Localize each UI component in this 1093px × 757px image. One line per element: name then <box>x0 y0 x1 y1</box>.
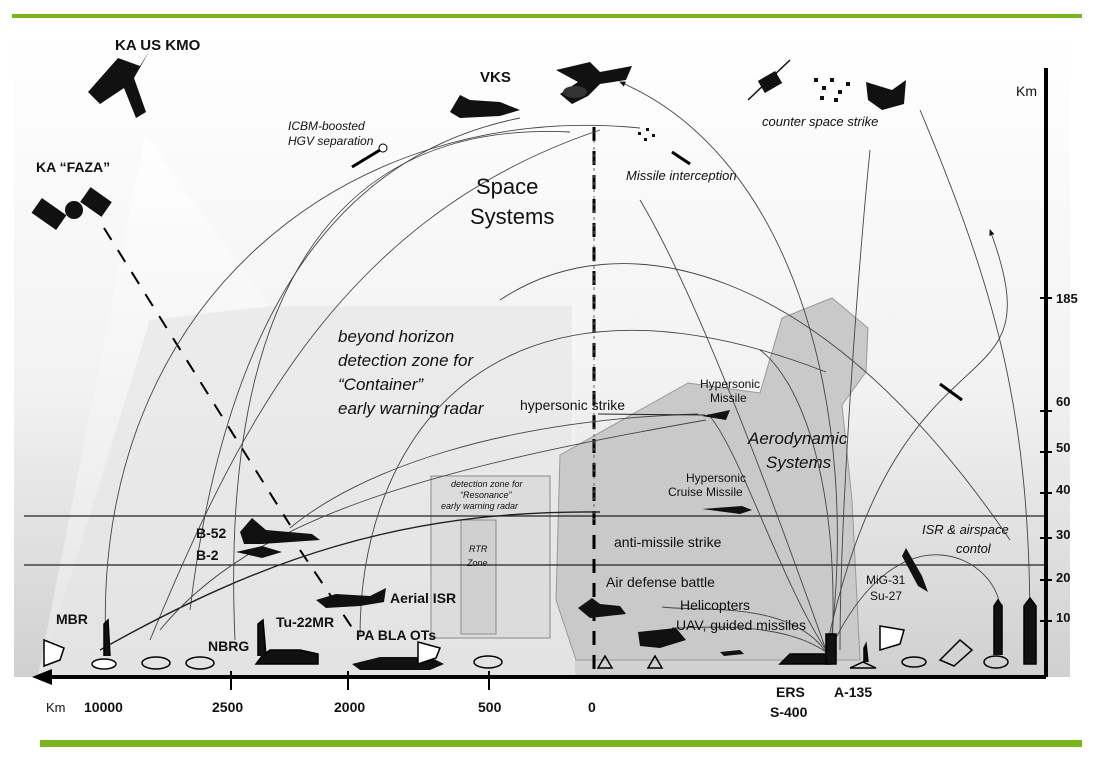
counter-space-label: counter space strike <box>762 114 878 129</box>
helicopter-icon <box>638 628 686 648</box>
altitude-axis-ticks <box>1040 297 1052 622</box>
top-accent-bar <box>12 14 1082 18</box>
vks-shuttle-icon <box>450 95 520 118</box>
container-label-line1: beyond horizon <box>338 327 454 346</box>
alt-tick-40: 40 <box>1056 482 1070 497</box>
counter-space-debris-icon <box>747 59 906 110</box>
container-label-line2: detection zone for <box>338 351 474 370</box>
bottom-accent-bar <box>40 740 1082 747</box>
hypersonic-missile-label-line2: Missile <box>710 391 747 405</box>
rtr-label-line1: RTR <box>469 544 488 554</box>
air-defense-label: Air defense battle <box>606 574 715 590</box>
space-systems-label-line2: Systems <box>470 204 554 229</box>
km-horizontal-label: Km <box>46 700 66 715</box>
b2-label: B-2 <box>196 547 219 563</box>
container-label-line3: “Container” <box>338 375 424 394</box>
intercept-streak-2 <box>671 150 691 166</box>
faza-tracking-line-lower <box>299 549 356 633</box>
b52-label: B-52 <box>196 525 227 541</box>
isr-label-line1: ISR & airspace <box>922 522 1009 537</box>
space-systems-label-line1: Space <box>476 174 538 199</box>
center-satellite-icon <box>556 62 632 104</box>
a135-label: A-135 <box>834 684 872 700</box>
nbrg-label: NBRG <box>208 638 249 654</box>
hypersonic-strike-label: hypersonic strike <box>520 397 625 413</box>
intercept-streak <box>939 382 963 402</box>
resonance-label-line3: early warning radar <box>441 501 519 511</box>
icbm-label-line1: ICBM-boosted <box>288 119 365 133</box>
hypersonic-cruise-label-line1: Hypersonic <box>686 471 746 485</box>
rtr-label-line2: Zone <box>466 558 488 568</box>
alt-tick-30: 30 <box>1056 527 1070 542</box>
trajectories <box>99 81 1031 653</box>
ground-systems <box>43 596 1037 670</box>
anti-missile-label: anti-missile strike <box>614 534 722 550</box>
alt-tick-60: 60 <box>1056 394 1070 409</box>
mbr-label: MBR <box>56 611 88 627</box>
hypersonic-missile-label-line1: Hypersonic <box>700 377 760 391</box>
alt-tick-20: 20 <box>1056 570 1070 585</box>
isr-label-line2: contol <box>956 541 992 556</box>
faza-tracking-line <box>103 227 291 526</box>
x-tick-label-10000: 10000 <box>84 699 123 715</box>
distance-axis-arrowhead <box>32 669 52 685</box>
pa-bla-label: PA BLA OTs <box>356 627 436 643</box>
b52-bomber-icon <box>240 518 320 544</box>
aerial-isr-label: Aerial ISR <box>390 590 456 606</box>
ers-label: ERS <box>776 684 805 700</box>
su27-label: Su-27 <box>870 589 902 603</box>
b2-bomber-icon <box>236 546 282 558</box>
x-tick-label-2500: 2500 <box>212 699 243 715</box>
mig31-label: MiG-31 <box>866 573 906 587</box>
rtr-zone-box <box>460 519 497 635</box>
hypersonic-missile-icon <box>702 410 730 420</box>
interceptor-debris-icon <box>638 128 655 141</box>
resonance-label-line2: “Resonance” <box>460 490 513 500</box>
vks-label: VKS <box>480 69 511 86</box>
icbm-label-line2: HGV separation <box>288 134 374 148</box>
x-tick-label-2000: 2000 <box>334 699 365 715</box>
alt-tick-185: 185 <box>1056 291 1078 306</box>
ka-faza-label: KA “FAZA” <box>36 159 110 175</box>
uav-icon <box>720 650 744 656</box>
tu22mr-label: Tu-22MR <box>276 614 334 630</box>
hypersonic-strike-line <box>597 413 706 416</box>
mig31-fighter-icon <box>902 548 928 592</box>
container-label-line4: early warning radar <box>338 399 485 418</box>
s400-label: S-400 <box>770 704 808 720</box>
ka-us-kmo-satellite-icon <box>88 50 150 118</box>
uav-label: UAV, guided missiles <box>676 617 806 633</box>
x-tick-label-0: 0 <box>588 699 596 715</box>
aerodynamic-label-line1: Aerodynamic <box>747 429 848 448</box>
aerial-isr-plane-icon <box>316 588 386 608</box>
km-vertical-label: Km <box>1016 83 1037 99</box>
icbm-streak <box>351 148 381 169</box>
air-defense-plane-icon <box>578 598 626 618</box>
ka-us-kmo-label: KA US KMO <box>115 37 201 54</box>
aerodynamic-label-line2: Systems <box>766 453 832 472</box>
hypersonic-cruise-missile-icon <box>702 506 752 514</box>
ka-faza-satellite-icon <box>31 187 112 230</box>
hypersonic-cruise-label-line2: Cruise Missile <box>668 485 743 499</box>
helicopters-label: Helicopters <box>680 597 750 613</box>
x-tick-label-500: 500 <box>478 699 502 715</box>
missile-interception-label: Missile interception <box>626 168 737 183</box>
alt-tick-50: 50 <box>1056 440 1070 455</box>
resonance-label-line1: detection zone for <box>451 479 524 489</box>
icbm-separation-burst <box>378 143 388 153</box>
alt-tick-10: 10 <box>1056 610 1070 625</box>
